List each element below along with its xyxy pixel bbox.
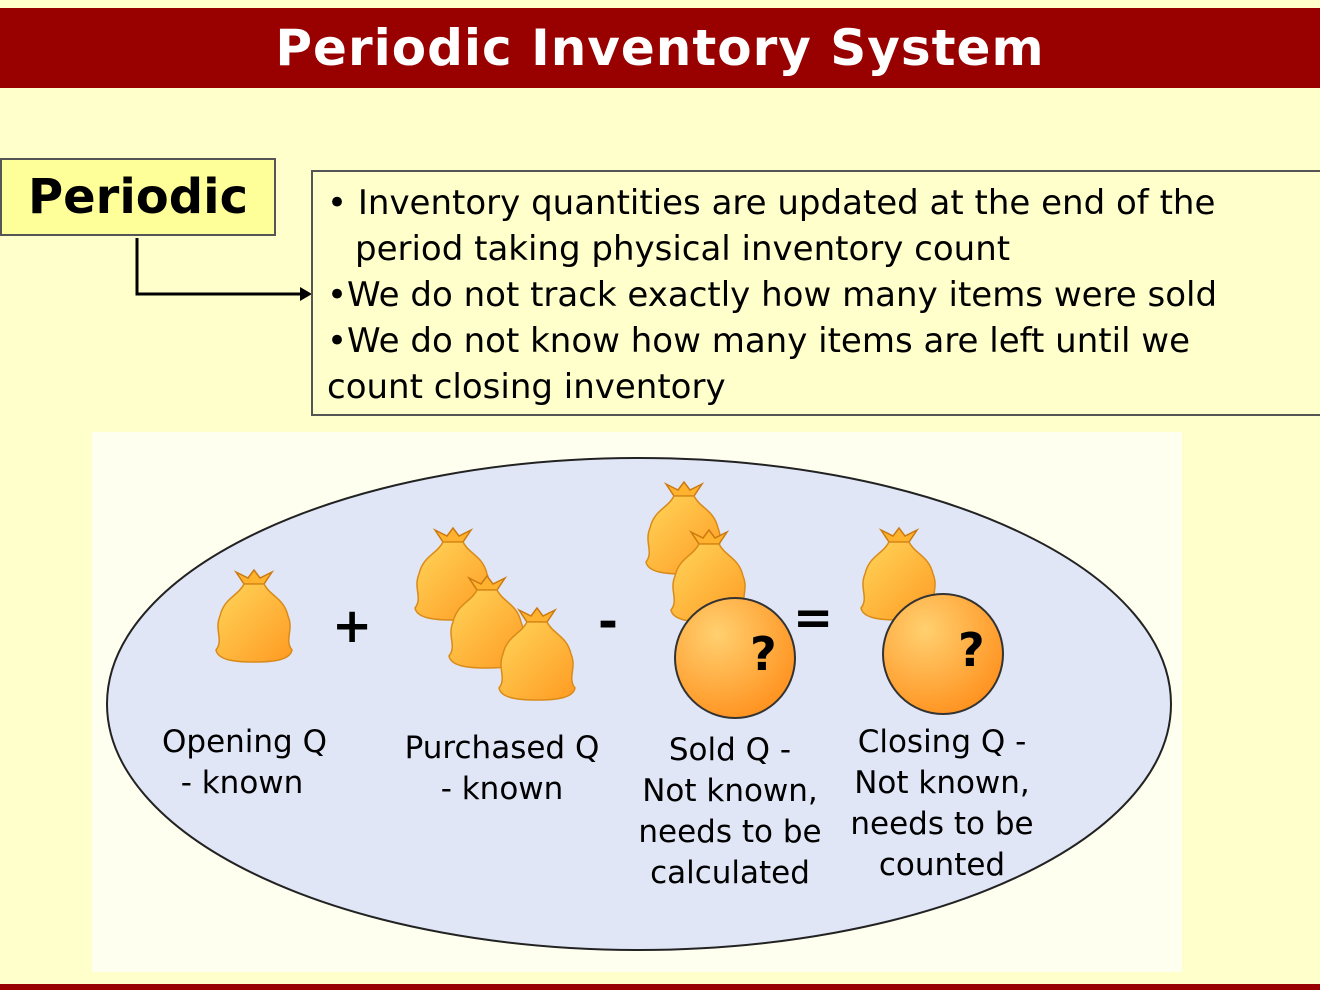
plus-operator: +: [332, 598, 373, 654]
bottom-bar: [0, 984, 1320, 990]
opening-label-line: Opening Q: [162, 724, 327, 760]
opening-label-line: - known: [180, 765, 304, 801]
bullet-item-3: •We do not know how many items are left …: [327, 321, 1190, 361]
periodic-label: Periodic: [27, 169, 249, 225]
closing-label-line: Not known,: [854, 765, 1030, 801]
inventory-equation-diagram: ? ? + - = Opening Q - known Purchased Q …: [92, 432, 1182, 972]
purchased-label: Purchased Q - known: [397, 728, 607, 810]
bullet-item-1-continued: period taking physical inventory count: [355, 229, 1011, 269]
equals-operator: =: [793, 590, 834, 646]
opening-label: Opening Q - known: [162, 722, 327, 804]
question-circle-icon: [674, 597, 796, 719]
page-title: Periodic Inventory System: [275, 19, 1045, 77]
bullet-item-1: • Inventory quantities are updated at th…: [327, 183, 1216, 223]
question-circle-icon: [882, 593, 1004, 715]
diagram-graphics: [106, 457, 1172, 951]
sold-label-line: Sold Q -: [668, 732, 792, 768]
unknown-mark-sold: ?: [750, 627, 777, 681]
bullet-item-3-continued: count closing inventory: [327, 367, 726, 407]
purchased-label-line: Purchased Q: [404, 730, 600, 766]
title-bar: Periodic Inventory System: [0, 8, 1320, 88]
sold-label: Sold Q - Not known, needs to be calculat…: [632, 730, 828, 894]
minus-operator: -: [598, 594, 618, 650]
closing-label-line: needs to be: [850, 806, 1034, 842]
closing-label-line: counted: [878, 847, 1006, 883]
sold-label-line: calculated: [650, 855, 810, 891]
purchased-label-line: - known: [440, 771, 564, 807]
sold-label-line: needs to be: [638, 814, 822, 850]
closing-label: Closing Q - Not known, needs to be count…: [844, 722, 1040, 886]
closing-label-line: Closing Q -: [857, 724, 1027, 760]
bullet-list-box: • Inventory quantities are updated at th…: [311, 170, 1320, 416]
sold-label-line: Not known,: [642, 773, 818, 809]
bullet-item-2: •We do not track exactly how many items …: [327, 275, 1218, 315]
connector-arrow: [135, 238, 312, 301]
periodic-label-box: Periodic: [0, 158, 276, 236]
unknown-mark-closing: ?: [958, 623, 985, 677]
